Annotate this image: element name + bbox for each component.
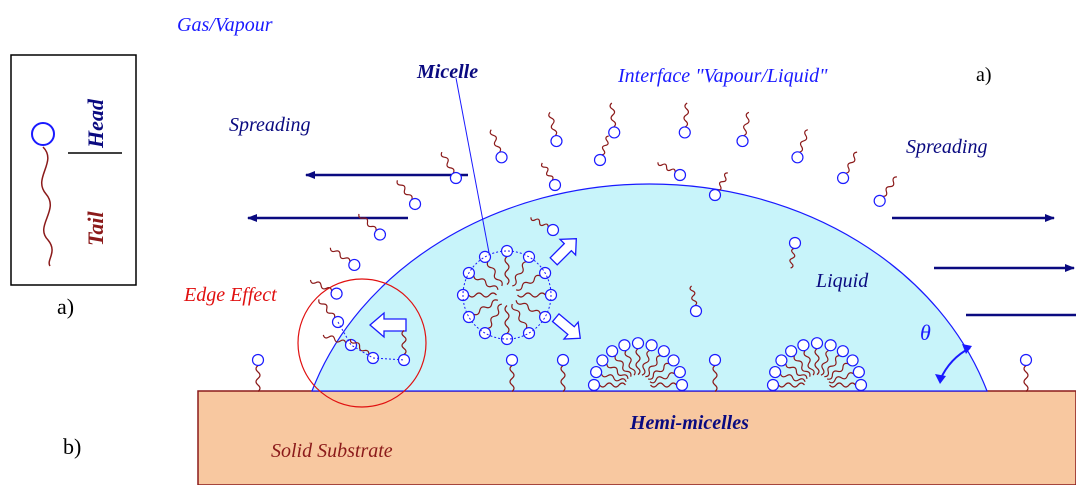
interface-surfactant bbox=[737, 112, 749, 146]
spreading-right-label: Spreading bbox=[906, 137, 987, 157]
interface-surfactant bbox=[874, 177, 897, 206]
legend-b-label: b) bbox=[63, 436, 81, 458]
interface-surfactant bbox=[330, 248, 359, 271]
free-monomer bbox=[658, 162, 686, 180]
legend-head-circle bbox=[32, 123, 54, 145]
free-monomer bbox=[542, 163, 561, 191]
edge-effect-label: Edge Effect bbox=[184, 285, 277, 305]
interface-surfactant bbox=[490, 130, 507, 163]
legend-a-label: a) bbox=[57, 296, 74, 318]
legend-tail-label: Tail bbox=[83, 210, 108, 246]
theta-symbol: θ bbox=[920, 320, 931, 345]
adsorbed-monomer bbox=[253, 355, 264, 392]
gas-vapour-label: Gas/Vapour bbox=[177, 15, 273, 35]
interface-surfactant bbox=[441, 152, 461, 183]
hemi-micelles-label: Hemi-micelles bbox=[630, 413, 749, 433]
interface-surfactant bbox=[792, 130, 808, 163]
interface-surfactant bbox=[838, 152, 858, 183]
interface-surfactant bbox=[609, 103, 620, 138]
micelle-label: Micelle bbox=[417, 62, 478, 82]
interface-label: Interface "Vapour/Liquid" bbox=[618, 66, 828, 86]
adsorbed-monomer bbox=[1021, 355, 1032, 392]
spreading-left-label: Spreading bbox=[229, 115, 310, 135]
solid-substrate bbox=[198, 391, 1076, 485]
edge-cluster-surfactant bbox=[319, 299, 344, 327]
interface-surfactant bbox=[397, 180, 420, 209]
free-monomer bbox=[595, 136, 609, 166]
legend-head-label: Head bbox=[83, 98, 108, 149]
panel-a-label: a) bbox=[976, 65, 992, 85]
liquid-label: Liquid bbox=[816, 271, 868, 291]
interface-surfactant bbox=[679, 103, 690, 138]
interface-surfactant bbox=[549, 112, 562, 146]
legend-box bbox=[11, 55, 136, 285]
solid-substrate-label: Solid Substrate bbox=[271, 441, 393, 461]
